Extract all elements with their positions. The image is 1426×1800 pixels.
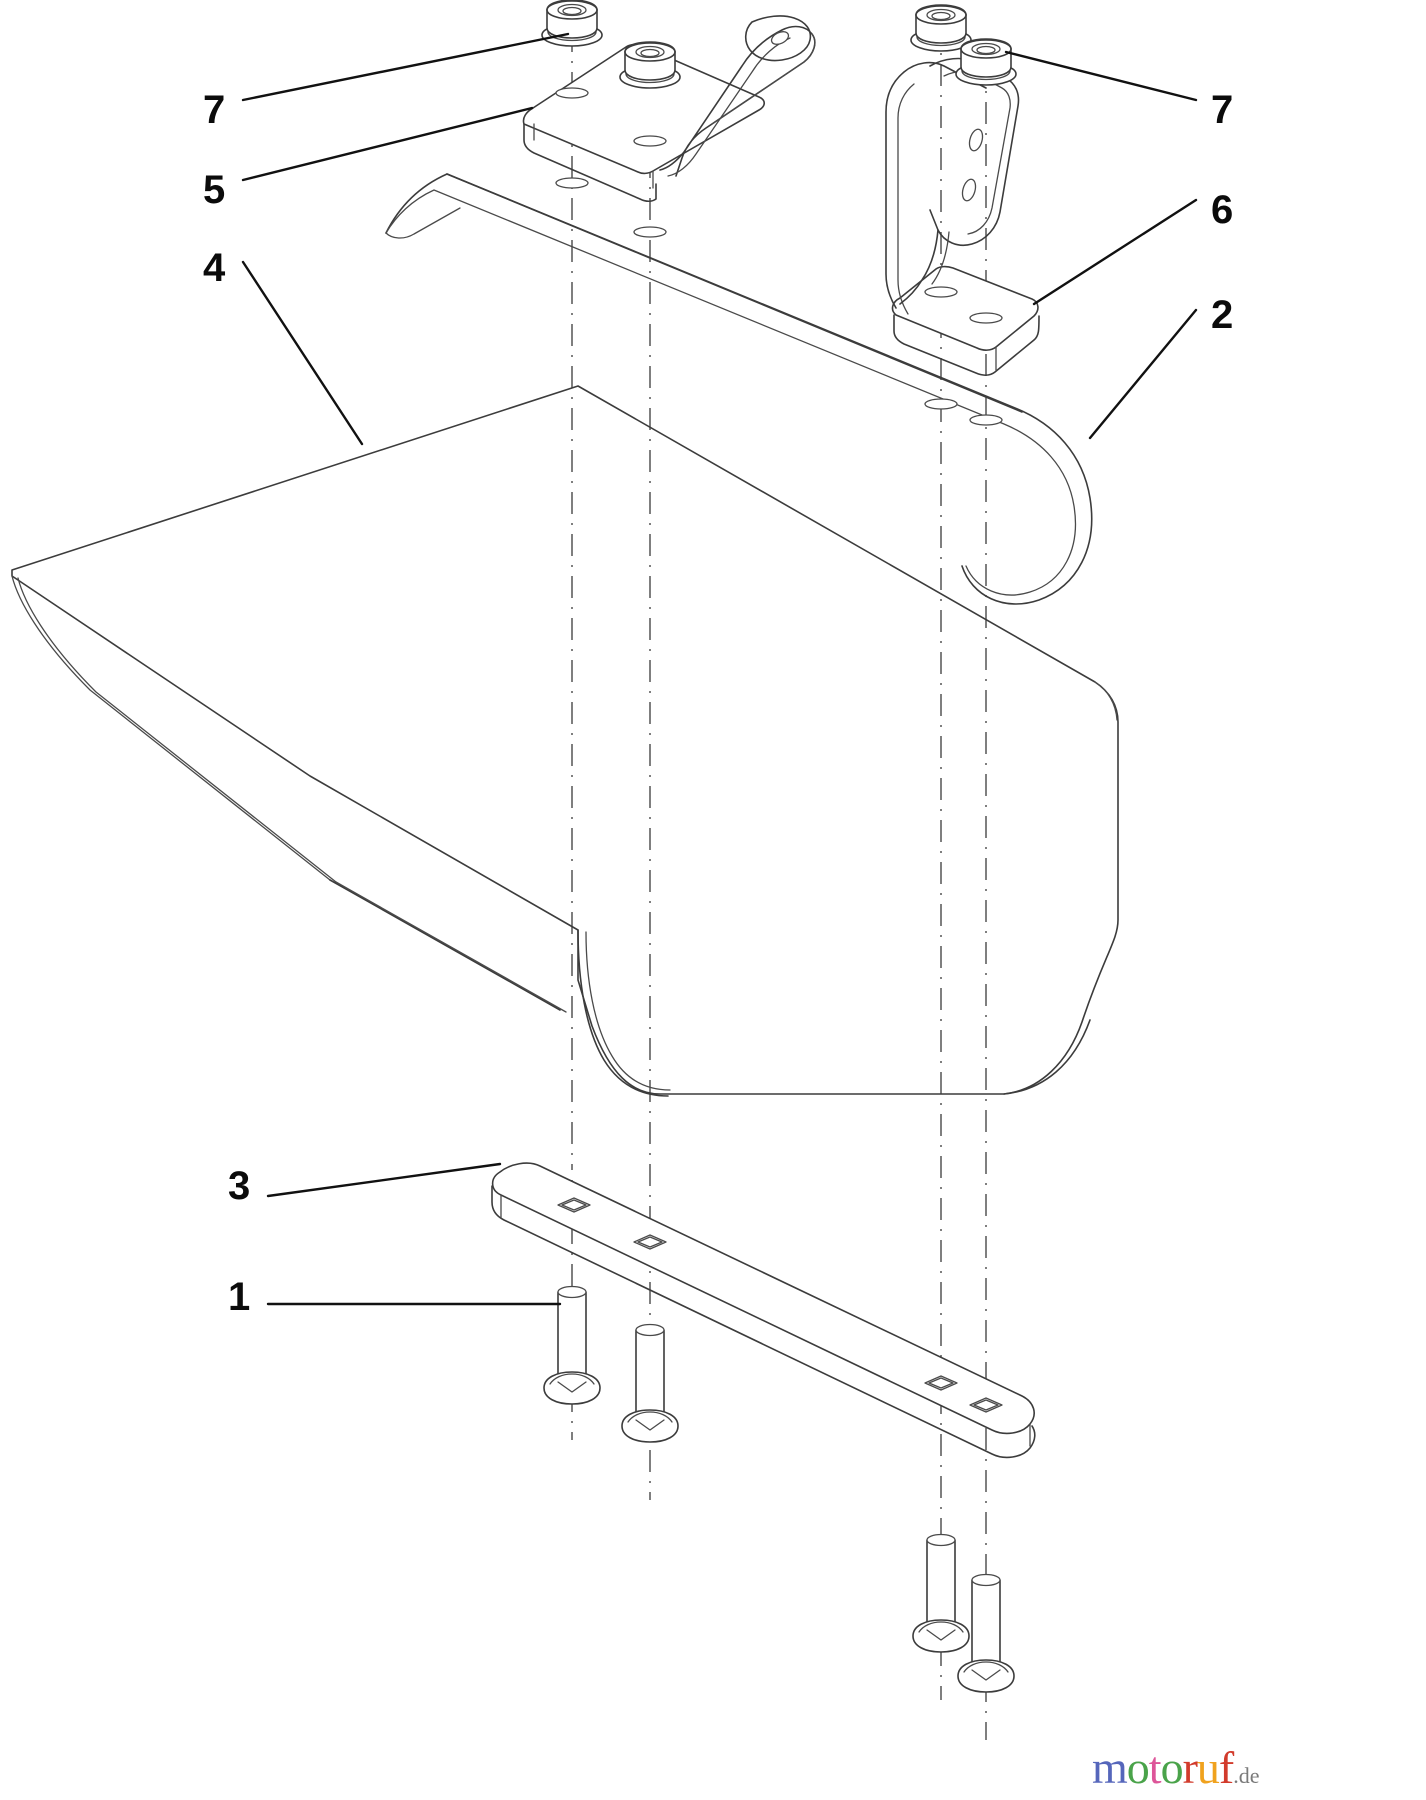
part-3-clamp-strap-plate xyxy=(491,1162,1036,1459)
wm-letter-u: u xyxy=(1196,1742,1220,1793)
callout-2: 2 xyxy=(1211,293,1234,337)
square-hole xyxy=(557,1197,591,1213)
leader-6 xyxy=(1032,198,1198,306)
part-1-carriage-bolts xyxy=(543,1285,1015,1693)
wm-letter-f: f xyxy=(1218,1742,1234,1793)
callout-4: 4 xyxy=(203,246,226,290)
callout-leader-lines xyxy=(241,32,1198,1306)
part-6-right-mounting-bracket xyxy=(885,57,1040,426)
callout-7-left: 7 xyxy=(203,88,226,132)
callout-1: 1 xyxy=(228,1275,251,1319)
part-2-deflector-retainer-rod xyxy=(385,173,1093,605)
square-hole xyxy=(924,1375,958,1391)
leader-3 xyxy=(266,1162,502,1198)
flange-lock-nut xyxy=(541,0,603,47)
callout-3: 3 xyxy=(228,1164,251,1208)
flange-lock-nut xyxy=(955,38,1017,86)
wm-letter-o2: o xyxy=(1160,1742,1184,1793)
callout-7-right: 7 xyxy=(1211,88,1234,132)
part-7-flange-lock-nuts xyxy=(541,0,1017,89)
callout-6: 6 xyxy=(1211,188,1234,232)
wm-letter-t: t xyxy=(1148,1742,1162,1793)
square-hole xyxy=(969,1397,1003,1413)
carriage-bolt xyxy=(621,1323,679,1443)
wm-letter-o1: o xyxy=(1126,1742,1150,1793)
part-4-rubber-deflector-shield xyxy=(11,385,1119,1097)
carriage-bolt xyxy=(912,1533,970,1653)
leader-5 xyxy=(241,106,534,182)
carriage-bolt xyxy=(543,1285,601,1405)
flange-lock-nut xyxy=(910,4,972,52)
carriage-bolt xyxy=(957,1573,1015,1693)
wm-letter-r: r xyxy=(1182,1742,1198,1793)
motoruf-watermark: motoruf.de xyxy=(1092,1742,1404,1794)
leader-4 xyxy=(241,260,364,446)
watermark-text: motoruf.de xyxy=(1092,1742,1404,1800)
leader-2 xyxy=(1088,308,1198,440)
flange-lock-nut xyxy=(619,41,681,89)
leader-7-left xyxy=(241,32,570,102)
wm-suffix: .de xyxy=(1233,1763,1260,1788)
wm-letter-m: m xyxy=(1092,1742,1128,1793)
square-hole xyxy=(633,1234,667,1250)
leader-7-right xyxy=(1004,50,1198,102)
part-5-left-mounting-bracket xyxy=(522,15,816,238)
callout-5: 5 xyxy=(203,168,226,212)
